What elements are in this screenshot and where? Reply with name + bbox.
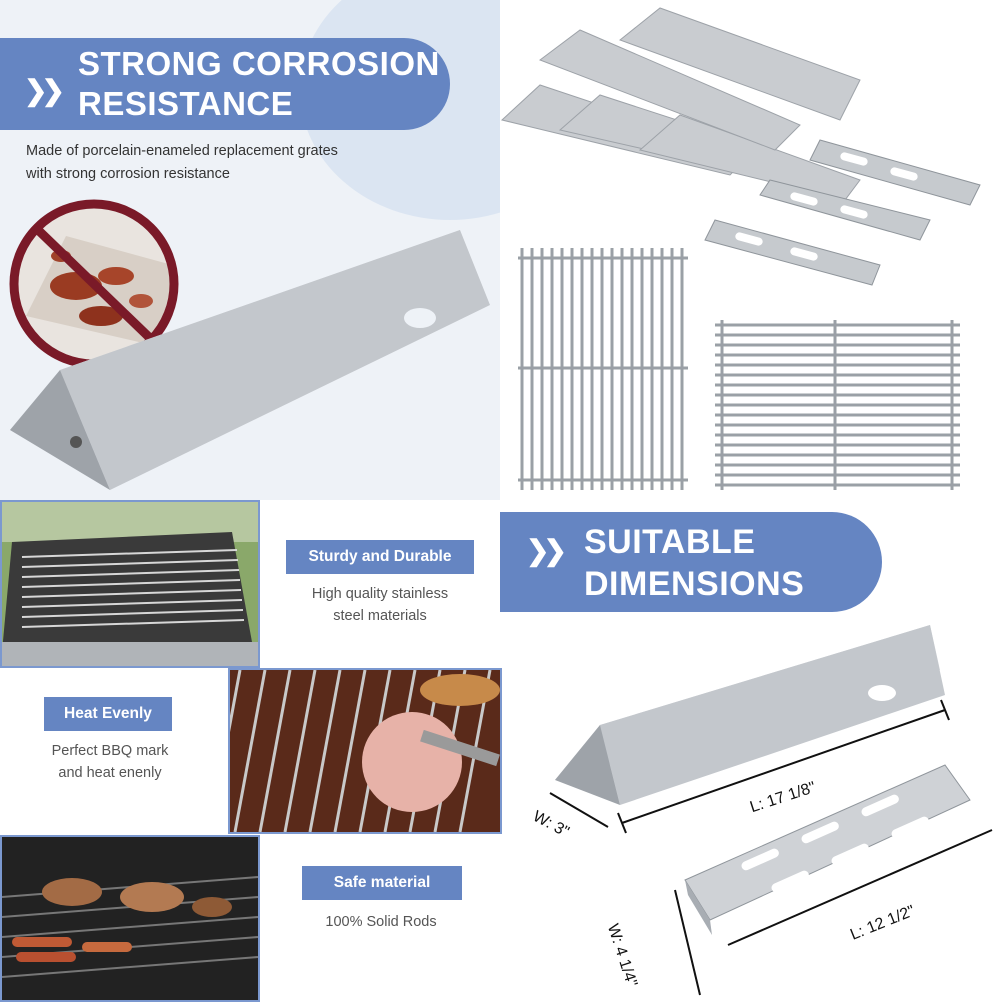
dimensions-banner: ❯❯ SUITABLE DIMENSIONS bbox=[500, 512, 882, 612]
feature-desc-sturdy: High quality stainless steel materials bbox=[286, 583, 474, 627]
corrosion-desc-line1: Made of porcelain-enameled replacement g… bbox=[26, 143, 338, 159]
bbq-grill-photo bbox=[0, 835, 260, 1002]
dimensions-title: SUITABLE DIMENSIONS bbox=[584, 521, 804, 605]
feature-desc-line: and heat enenly bbox=[58, 765, 162, 781]
grill-photo bbox=[0, 500, 260, 668]
dimension-diagram bbox=[549, 625, 993, 996]
corrosion-title-line2: RESISTANCE bbox=[78, 85, 294, 122]
corrosion-desc-line2: with strong corrosion resistance bbox=[26, 166, 230, 182]
dimensions-title-line2: DIMENSIONS bbox=[584, 565, 805, 603]
product-set-image bbox=[500, 7, 981, 490]
dimensions-title-line1: SUITABLE bbox=[584, 523, 756, 561]
flavorizer-bar-image bbox=[10, 230, 490, 490]
grilling-meat-photo bbox=[228, 668, 502, 834]
feature-desc-line: High quality stainless bbox=[311, 586, 449, 602]
feature-desc-heat: Perfect BBQ mark and heat enenly bbox=[20, 740, 200, 784]
feature-desc-safe: 100% Solid Rods bbox=[286, 911, 476, 933]
no-rust-icon bbox=[9, 199, 179, 369]
feature-badge-safe: Safe material bbox=[302, 866, 462, 900]
corrosion-title-line1: STRONG CORROSION bbox=[78, 45, 440, 82]
double-chevron-right-icon: ❯❯ bbox=[24, 75, 65, 106]
feature-badge-heat: Heat Evenly bbox=[44, 697, 172, 731]
feature-desc-line: 100% Solid Rods bbox=[325, 914, 437, 930]
corrosion-description: Made of porcelain-enameled replacement g… bbox=[26, 140, 426, 186]
feature-badge-sturdy: Sturdy and Durable bbox=[286, 540, 474, 574]
feature-desc-line: steel materials bbox=[333, 608, 427, 624]
double-chevron-right-icon: ❯❯ bbox=[526, 535, 567, 566]
corrosion-banner: ❯❯ STRONG CORROSION RESISTANCE bbox=[0, 38, 450, 130]
feature-desc-line: Perfect BBQ mark bbox=[51, 743, 169, 759]
corrosion-title: STRONG CORROSION RESISTANCE bbox=[78, 44, 440, 124]
